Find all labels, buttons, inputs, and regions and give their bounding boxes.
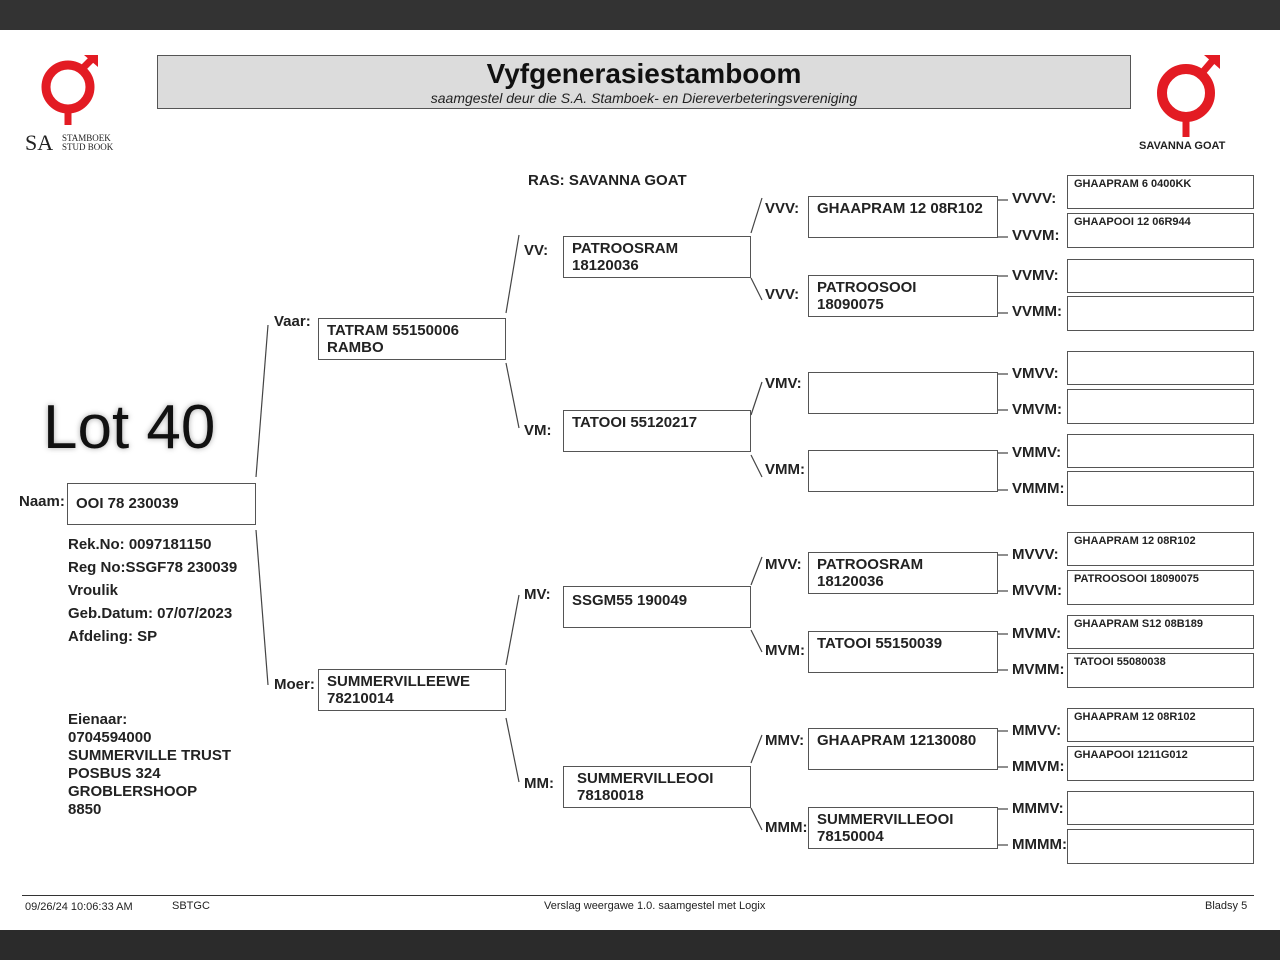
mvm-box: TATOOI 55150039 [808,631,998,673]
mmm-label: MMM: [765,819,808,836]
vvv-label: VVV: [765,200,800,217]
header-banner: Vyfgenerasiestamboom saamgestel deur die… [157,55,1131,109]
mvmv-label: MVMV: [1012,625,1062,642]
vmv-label: VMV: [765,375,802,392]
animal-details: Rek.No: 0097181150 Reg No:SSGF78 230039 … [68,533,237,648]
vmvv-label: VMVV: [1012,365,1059,382]
vmmm-label: VMMM: [1012,480,1065,497]
page-title: Vyfgenerasiestamboom [486,58,802,89]
dam-label: Moer: [274,676,315,693]
mvvv-box: GHAAPRAM 12 08R102 [1067,532,1254,566]
birth-date: Geb.Datum: 07/07/2023 [68,605,233,622]
footer-divider [22,895,1254,896]
mvvm-box: PATROOSOOI 18090075 [1067,570,1254,605]
vvm-label: VVV: [765,286,800,303]
bottom-bar [0,930,1280,960]
rek-no: Rek.No: 0097181150 [68,536,212,553]
mvmm-label: MVMM: [1012,661,1065,678]
animal-name-box: OOI 78 230039 [67,483,256,525]
vvvv-box: GHAAPRAM 6 0400KK [1067,175,1254,209]
vvmm-label: VVMM: [1012,303,1062,320]
stud-book-logo-icon [41,55,98,125]
vmm-label: VMM: [765,461,805,478]
mmvv-label: MMVV: [1012,722,1062,739]
mmvm-label: MMVM: [1012,758,1065,775]
vvv-box: GHAAPRAM 12 08R102 [808,196,998,238]
vvvm-label: VVVM: [1012,227,1060,244]
mv-label: MV: [524,586,551,603]
sex: Vroulik [68,582,119,599]
mvmv-box: GHAAPRAM S12 08B189 [1067,615,1254,649]
vmm-box [808,450,998,492]
mvmm-box: TATOOI 55080038 [1067,653,1254,688]
mvvv-label: MVVV: [1012,546,1059,563]
vv-label: VV: [524,242,549,259]
vvmm-box [1067,296,1254,331]
mvvm-label: MVVM: [1012,582,1062,599]
vmvm-label: VMVM: [1012,401,1062,418]
footer-code: SBTGC [172,900,210,912]
owner-details: Eienaar: 0704594000 SUMMERVILLE TRUST PO… [68,711,232,818]
top-bar [0,0,1280,30]
vm-label: VM: [524,422,552,439]
sire-label: Vaar: [274,313,311,330]
logo-sa-text: SA [25,130,54,155]
page-subtitle: saamgestel deur die S.A. Stamboek- en Di… [430,90,858,106]
mvv-label: MVV: [765,556,802,573]
mmmm-label: MMMM: [1012,836,1067,853]
vmmv-label: VMMV: [1012,444,1062,461]
lot-number: Lot 40 [43,393,216,462]
vmv-box [808,372,998,414]
mmmv-label: MMMV: [1012,800,1064,817]
mm-label: MM: [524,775,554,792]
footer-report: Verslag weergawe 1.0. saamgestel met Log… [544,900,766,912]
pedigree-connector-lines [255,197,1008,846]
mmv-label: MMV: [765,732,805,749]
vmvm-box [1067,389,1254,424]
vvmv-box [1067,259,1254,293]
vmmm-box [1067,471,1254,506]
mmvv-box: GHAAPRAM 12 08R102 [1067,708,1254,742]
mvm-label: MVM: [765,642,805,659]
vmmv-box [1067,434,1254,468]
savanna-goat-logo-label: SAVANNA GOAT [1139,140,1226,152]
mmmm-box [1067,829,1254,864]
savanna-goat-logo-icon [1157,55,1220,137]
name-label: Naam: [19,493,65,510]
mmvm-box: GHAAPOOI 1211G012 [1067,746,1254,781]
vvmv-label: VVMV: [1012,267,1059,284]
mmv-box: GHAAPRAM 12130080 [808,728,998,770]
mv-box: SSGM55 190049 [563,586,751,628]
section: Afdeling: SP [68,628,158,645]
vvvm-box: GHAAPOOI 12 06R944 [1067,213,1254,248]
mmmv-box [1067,791,1254,825]
vm-box: TATOOI 55120217 [563,410,751,452]
footer-page: Bladsy 5 [1205,900,1248,912]
reg-no: Reg No:SSGF78 230039 [68,559,238,576]
vvvv-label: VVVV: [1012,190,1057,207]
footer-timestamp: 09/26/24 10:06:33 AM [25,901,133,913]
breed-label: RAS: SAVANNA GOAT [528,172,687,189]
vmvv-box [1067,351,1254,385]
